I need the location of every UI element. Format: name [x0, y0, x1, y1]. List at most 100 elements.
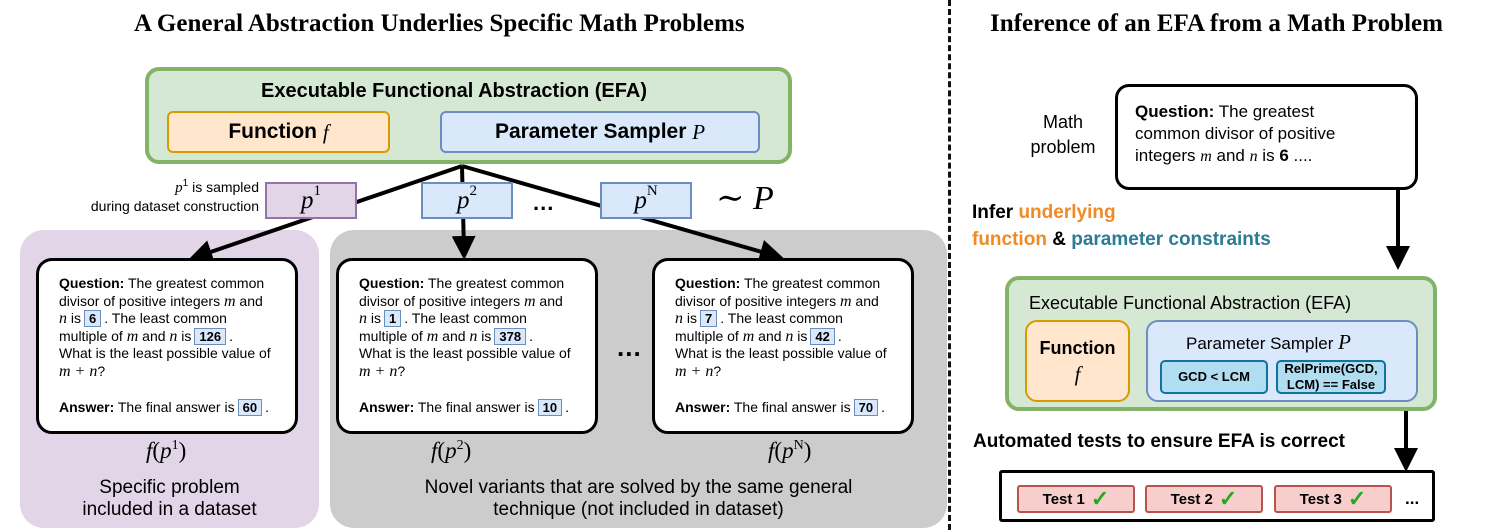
q-and-mid: and: [754, 327, 786, 344]
q-line4a: multiple of: [359, 327, 427, 344]
novel-caption: Novel variants that are solved by the sa…: [330, 477, 947, 521]
p1-sup: 1: [313, 183, 322, 199]
q-expr: m + n: [59, 362, 98, 380]
efa-right-title: Executable Functional Abstraction (EFA): [1029, 293, 1352, 313]
gcd-value: 7: [700, 310, 718, 327]
q-is: is: [683, 310, 697, 326]
tests-bar: Test 1✓ Test 2✓ Test 3✓ ...: [999, 470, 1435, 522]
q-line3b: . The least common: [404, 310, 527, 326]
mq-m: m: [1200, 148, 1212, 165]
math-question-box: Question: The greatest common divisor of…: [1115, 84, 1418, 190]
q-is2: is: [177, 327, 192, 344]
q-and-mid: and: [138, 327, 170, 344]
fp-sup: N: [793, 438, 804, 453]
mq-end: ....: [1288, 146, 1313, 165]
fp-p: p: [445, 438, 457, 463]
fp-f: f: [431, 438, 438, 463]
q-period: .: [837, 327, 842, 344]
novel-caption-line2: technique (not included in dataset): [493, 499, 784, 520]
specific-caption-line2: included in a dataset: [82, 499, 257, 520]
gcd-value: 6: [84, 310, 102, 327]
test-2-label: Test 2: [1170, 490, 1213, 508]
q-is2: is: [477, 327, 492, 344]
gcd-value: 1: [384, 310, 402, 327]
q-and: and: [535, 292, 563, 309]
parameter-sampler-box-right: Parameter Sampler P GCD < LCM RelPrime(G…: [1146, 320, 1418, 402]
constraint-gcd-lt-lcm: GCD < LCM: [1160, 360, 1268, 394]
var-m: m: [839, 292, 852, 310]
tests-label: Automated tests to ensure EFA is correct: [973, 431, 1346, 452]
var-m: m: [126, 327, 139, 345]
constraint2-line1: RelPrime(GCD,: [1284, 361, 1378, 376]
infer-text: Infer underlying function & parameter co…: [972, 199, 1271, 253]
specific-caption-line1: Specific problem: [99, 477, 240, 498]
section-divider: [948, 0, 951, 530]
check-icon: ✓: [1347, 486, 1367, 511]
mq-is: is: [1257, 146, 1280, 165]
mq-line3a: integers: [1135, 146, 1201, 165]
check-icon: ✓: [1218, 486, 1238, 511]
var-m: m: [426, 327, 439, 345]
fp-open: (: [774, 438, 783, 463]
function-of-p-label: f(p1): [146, 438, 186, 464]
fp-sup: 1: [171, 438, 179, 453]
answer-value: 10: [537, 399, 563, 416]
a-text: The final answer is: [114, 399, 235, 415]
fp-p: p: [782, 438, 794, 463]
note-p: p: [175, 180, 183, 196]
a-label: Answer:: [59, 399, 115, 415]
q-line4a: multiple of: [675, 327, 743, 344]
fp-open: (: [152, 438, 161, 463]
q-qmark: ?: [97, 362, 106, 379]
param2-label: Parameter Sampler: [1186, 334, 1339, 353]
q-and: and: [235, 292, 263, 309]
p2-base: p: [457, 186, 470, 214]
right-title: Inference of an EFA from a Math Problem: [990, 10, 1443, 37]
fp-f: f: [768, 438, 775, 463]
math-problem-label: Math problem: [1022, 110, 1104, 160]
a-text: The final answer is: [414, 399, 535, 415]
mq-n: n: [1249, 148, 1258, 165]
q-qmark: ?: [397, 362, 406, 379]
a-end: .: [565, 399, 569, 415]
q-and: and: [851, 292, 879, 309]
q-is2: is: [793, 327, 808, 344]
constraint2-line2: LCM) == False: [1286, 377, 1376, 392]
mq-and: and: [1211, 146, 1250, 165]
test-1: Test 1✓: [1017, 485, 1135, 513]
var-m: m: [742, 327, 755, 345]
var-n: n: [359, 310, 367, 327]
test-3: Test 3✓: [1274, 485, 1392, 513]
var-m: m: [223, 292, 236, 310]
q-line3b: . The least common: [720, 310, 843, 326]
function-symbol: f: [322, 119, 329, 144]
left-title: A General Abstraction Underlies Specific…: [134, 10, 745, 37]
q-expr: m + n: [675, 362, 714, 380]
note-line1: is sampled: [188, 179, 259, 195]
q-line5: What is the least possible value of: [359, 345, 571, 361]
distribution-label: ∼ P: [716, 180, 774, 217]
constraint-relprime: RelPrime(GCD, LCM) == False: [1276, 360, 1386, 394]
param2-title: Parameter Sampler P: [1186, 330, 1351, 355]
infer-underlying: underlying: [1018, 202, 1116, 223]
fp-open: (: [437, 438, 446, 463]
specific-caption: Specific problem included in a dataset: [20, 477, 319, 521]
q-line5: What is the least possible value of: [59, 345, 271, 361]
lcm-value: 42: [810, 327, 835, 345]
pN-sup: N: [646, 183, 658, 199]
math-problem-line1: Math: [1042, 112, 1084, 132]
q-period: .: [229, 327, 233, 344]
mq-line1: The greatest: [1214, 102, 1315, 121]
fp-p: p: [160, 438, 172, 463]
q-label: Question:: [675, 275, 741, 291]
fp-f: f: [146, 438, 153, 463]
a-text: The final answer is: [730, 399, 851, 415]
check-icon: ✓: [1090, 486, 1110, 511]
function-label: Function: [228, 120, 317, 143]
test-2: Test 2 ✓: [1145, 485, 1263, 513]
sampled-note: p1 is sampled during dataset constructio…: [56, 178, 259, 215]
mq-val: 6: [1279, 146, 1289, 165]
